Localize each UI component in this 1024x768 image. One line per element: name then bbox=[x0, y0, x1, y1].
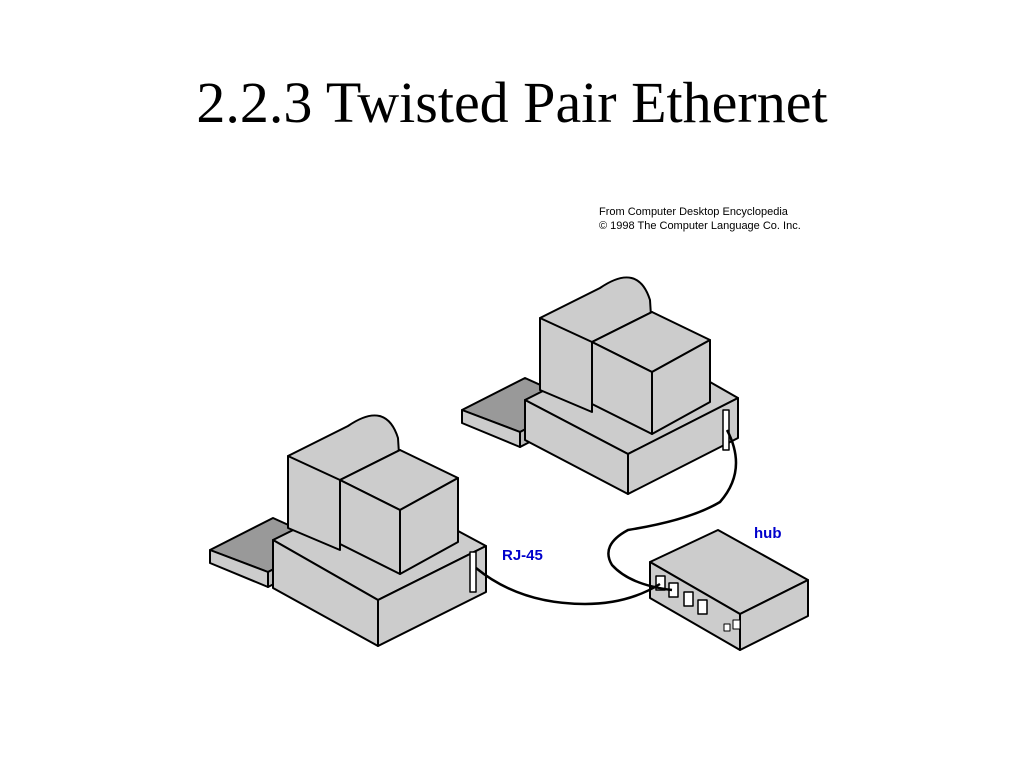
nic-port bbox=[722, 409, 730, 451]
monitor-front bbox=[287, 414, 459, 575]
hub-port bbox=[697, 599, 708, 615]
hub-port bbox=[655, 575, 666, 591]
hub-port bbox=[683, 591, 694, 607]
credit-line-2: © 1998 The Computer Language Co. Inc. bbox=[599, 220, 801, 232]
monitor-back bbox=[539, 276, 711, 435]
credit-line-1: From Computer Desktop Encyclopedia bbox=[599, 206, 788, 218]
rj45-label: RJ-45 bbox=[502, 547, 543, 564]
hub-label: hub bbox=[754, 525, 782, 542]
computer-front bbox=[209, 414, 487, 647]
hub-icon bbox=[649, 529, 809, 651]
computer-back bbox=[461, 276, 739, 495]
hub-ports bbox=[655, 575, 708, 615]
cable-back-to-hub bbox=[607, 429, 738, 592]
nic-port bbox=[469, 551, 477, 593]
cable-front-to-hub bbox=[475, 567, 661, 606]
page-title: 2.2.3 Twisted Pair Ethernet bbox=[196, 70, 828, 135]
copyright-credit: From Computer Desktop Encyclopedia © 199… bbox=[599, 205, 801, 233]
hub-indicators bbox=[723, 619, 741, 632]
